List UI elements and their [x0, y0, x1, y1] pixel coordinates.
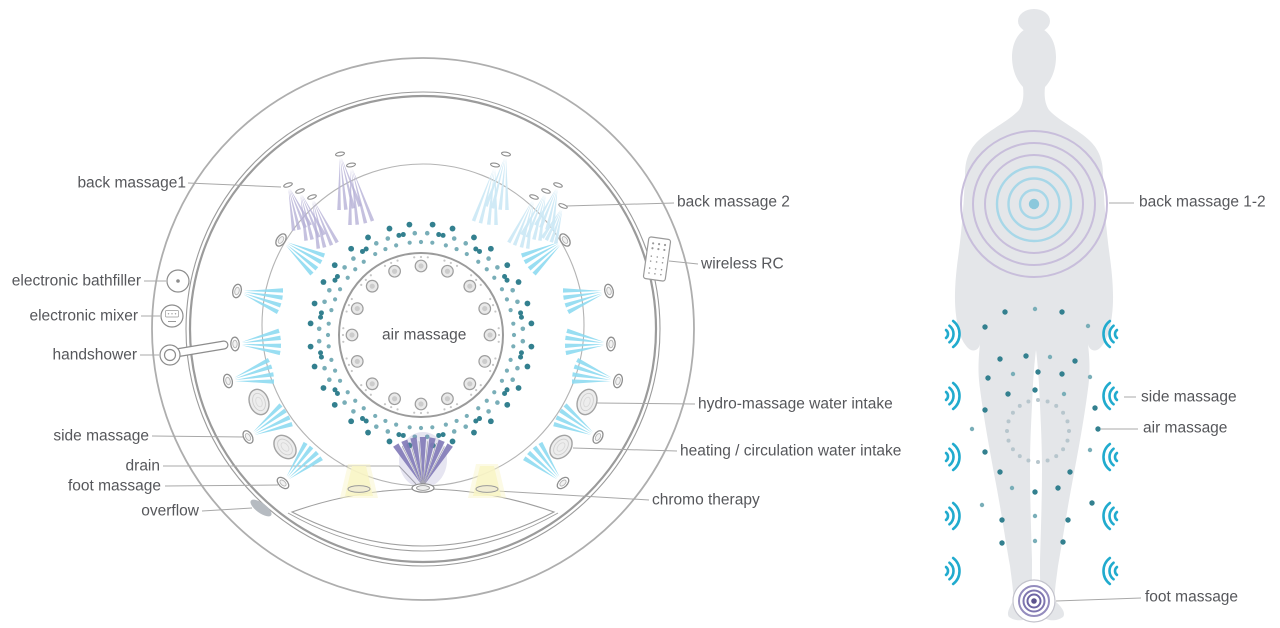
label-heating-intake: heating / circulation water intake [680, 443, 901, 460]
label-fig-foot-massage: foot massage [1145, 589, 1238, 606]
label-overflow: overflow [141, 503, 200, 520]
bathfiller-icon [166, 269, 190, 293]
label-air-massage: air massage [382, 327, 466, 344]
air-massage-dot-circle [1005, 398, 1071, 464]
tub-seat [287, 488, 559, 552]
back-massage1-jets [283, 151, 375, 249]
chromo-therapy-lights [340, 464, 506, 498]
label-back-massage-2: back massage 2 [677, 194, 790, 211]
air-massage-dots [969, 306, 1101, 546]
side-massage-waves [944, 319, 1119, 586]
overflow-outlet [250, 499, 272, 517]
label-electronic-bathfiller: electronic bathfiller [12, 273, 141, 290]
label-fig-side-massage: side massage [1141, 389, 1237, 406]
label-electronic-mixer: electronic mixer [29, 308, 138, 325]
label-back-massage1: back massage1 [77, 175, 186, 192]
label-fig-air-massage: air massage [1143, 420, 1227, 437]
label-chromo-therapy: chromo therapy [652, 492, 760, 509]
foot-massage-spiral [1012, 579, 1056, 623]
label-foot-massage: foot massage [68, 478, 161, 495]
label-wireless-rc: wireless RC [700, 256, 784, 273]
handshower-icon [159, 340, 229, 366]
labels: back massage1 electronic bathfiller elec… [12, 175, 1266, 606]
drain-fixture [411, 483, 435, 493]
body-silhouette [954, 9, 1114, 621]
back-massage-target-rings [960, 130, 1108, 278]
label-handshower: handshower [53, 347, 137, 364]
label-hydro-intake: hydro-massage water intake [698, 396, 893, 413]
air-massage-ring [307, 221, 535, 449]
mixer-icon [160, 304, 184, 328]
remote-control-icon [642, 236, 672, 282]
back-massage2-jets [471, 151, 568, 249]
water-intakes [248, 388, 598, 460]
foot-massage-fan [393, 432, 453, 488]
label-drain: drain [126, 458, 160, 475]
label-side-massage: side massage [53, 428, 149, 445]
label-fig-back-massage: back massage 1-2 [1139, 194, 1266, 211]
side-massage-jets [222, 233, 624, 490]
